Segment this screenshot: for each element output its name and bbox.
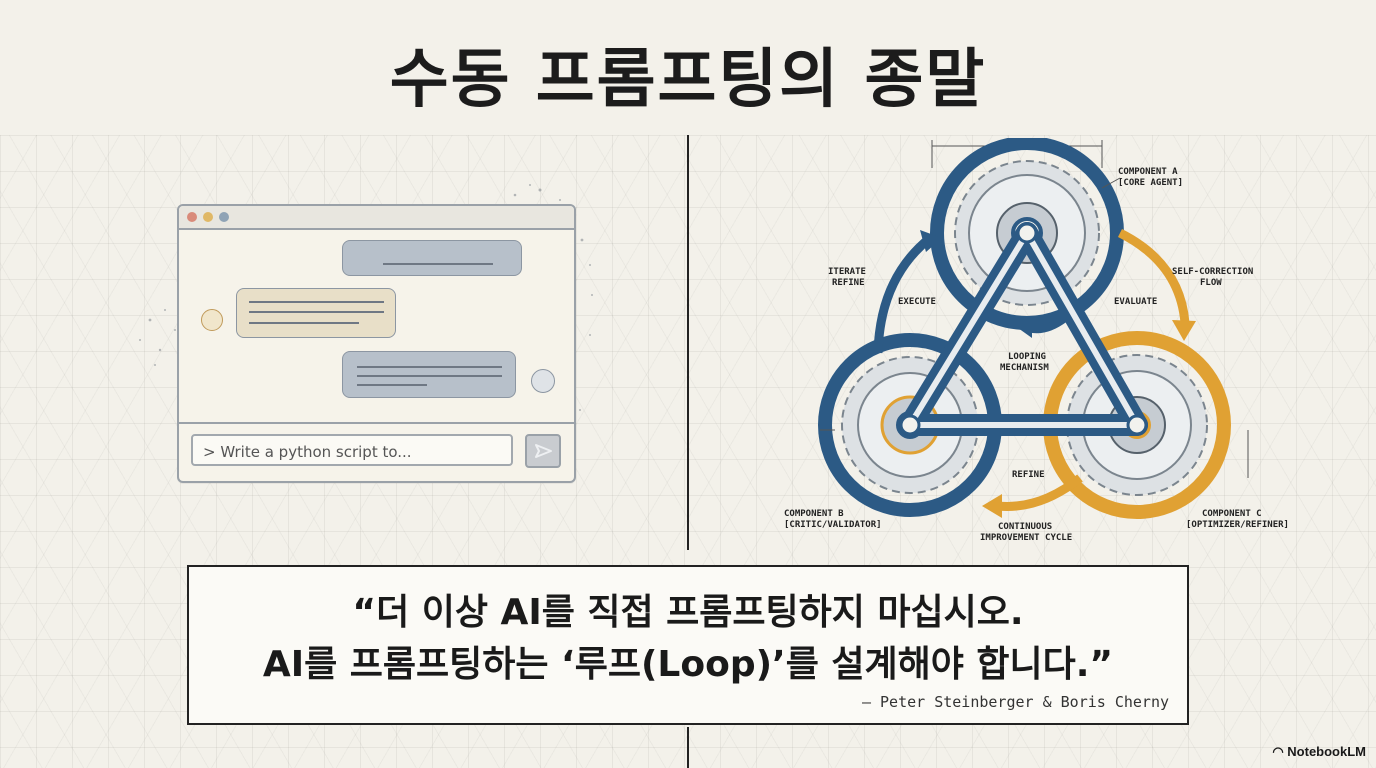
chat-window: > Write a python script to...	[177, 204, 576, 483]
center-divider-bottom	[687, 727, 689, 768]
looping-mechanism-diagram: COMPONENT A [CORE AGENT] ITERATE REFINE …	[784, 138, 1289, 543]
center-divider	[687, 135, 689, 550]
label-component-a-sub: [CORE AGENT]	[1118, 178, 1183, 188]
user-avatar-icon	[531, 369, 555, 393]
chat-bubble-outgoing-1	[342, 240, 522, 276]
label-mechanism: MECHANISM	[1000, 363, 1049, 373]
prompt-input[interactable]: > Write a python script to...	[191, 434, 513, 466]
send-icon	[535, 444, 552, 458]
minimize-dot-icon[interactable]	[203, 212, 213, 222]
page-title: 수동 프롬프팅의 종말	[389, 43, 987, 117]
label-component-b-sub: [CRITIC/VALIDATOR]	[784, 520, 882, 530]
notebooklm-logo-icon: ◠	[1272, 744, 1288, 759]
continuous-arrow-icon	[997, 474, 1083, 511]
notebooklm-watermark: ◠ NotebookLM	[1272, 744, 1366, 760]
quote-box: “더 이상 AI를 직접 프롬프팅하지 마십시오. AI를 프롬프팅하는 ‘루프…	[187, 565, 1189, 725]
label-continuous: CONTINUOUS	[998, 522, 1052, 532]
label-flow: FLOW	[1200, 278, 1222, 288]
label-execute: EXECUTE	[898, 297, 936, 307]
quote-author: — Peter Steinberger & Boris Cherny	[861, 693, 1169, 711]
label-component-c-sub: [OPTIMIZER/REFINER]	[1186, 520, 1289, 530]
label-improvement-cycle: IMPROVEMENT CYCLE	[980, 533, 1072, 543]
label-refine-bottom: REFINE	[1012, 470, 1045, 480]
quote-line-1: “더 이상 AI를 직접 프롬프팅하지 마십시오.	[352, 592, 1024, 633]
label-refine-left: REFINE	[832, 278, 865, 288]
chat-titlebar	[179, 206, 574, 230]
watermark-text: NotebookLM	[1287, 744, 1366, 759]
chat-bubble-incoming	[236, 288, 396, 338]
input-divider	[179, 422, 574, 424]
label-component-a: COMPONENT A	[1118, 167, 1178, 177]
close-dot-icon[interactable]	[187, 212, 197, 222]
label-iterate: ITERATE	[828, 267, 866, 277]
label-evaluate: EVALUATE	[1114, 297, 1157, 307]
label-looping: LOOPING	[1008, 352, 1046, 362]
linkage-arms	[899, 222, 1148, 436]
chat-bubble-outgoing-2	[342, 351, 516, 398]
label-component-b: COMPONENT B	[784, 509, 844, 519]
quote-line-2: AI를 프롬프팅하는 ‘루프(Loop)’를 설계해야 합니다.”	[262, 644, 1114, 685]
label-component-c: COMPONENT C	[1202, 509, 1262, 519]
maximize-dot-icon[interactable]	[219, 212, 229, 222]
send-button[interactable]	[525, 434, 561, 468]
assistant-avatar-icon	[201, 309, 223, 331]
iterate-arrow-icon	[873, 234, 933, 354]
label-self-correction: SELF-CORRECTION	[1172, 267, 1253, 277]
self-correction-arrow-icon	[1117, 228, 1190, 324]
